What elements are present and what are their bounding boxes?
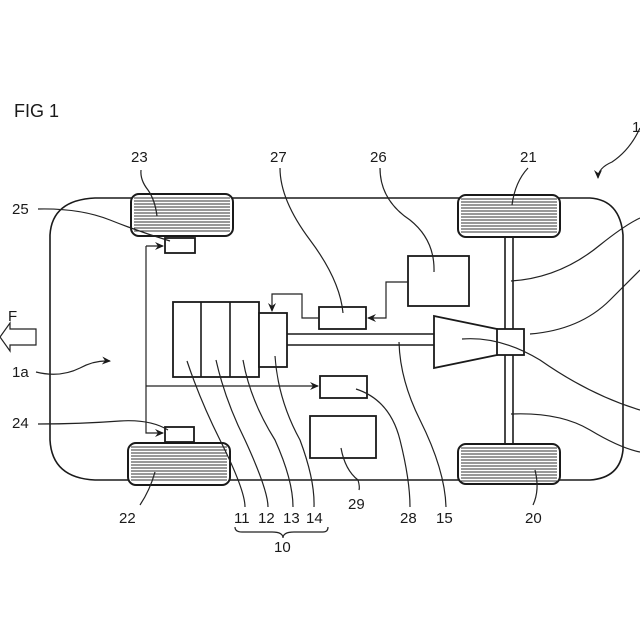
label-11: 11 xyxy=(234,510,250,527)
brace-10 xyxy=(234,526,329,539)
wheel-front-right xyxy=(127,442,231,486)
tire-treads xyxy=(131,197,557,482)
converter-box xyxy=(258,312,288,368)
leader-20 xyxy=(532,469,538,506)
wheel-rear-left xyxy=(457,194,561,238)
unit-28-box xyxy=(319,375,368,399)
signal-line-27-to-14 xyxy=(268,293,319,319)
leader-26 xyxy=(379,167,435,273)
force-label: F xyxy=(8,308,17,325)
leader-right-2 xyxy=(529,269,640,335)
leader-right-3 xyxy=(461,338,640,411)
leader-25 xyxy=(37,208,171,242)
label-14: 14 xyxy=(306,510,323,527)
leader-right-4 xyxy=(510,413,640,453)
signal-line-26-to-27 xyxy=(367,281,408,322)
leader-29 xyxy=(340,447,360,491)
wheel-front-left xyxy=(130,193,234,237)
label-22: 22 xyxy=(119,510,136,527)
motor-trapezoid xyxy=(433,314,498,370)
label-27: 27 xyxy=(270,149,287,166)
label-10: 10 xyxy=(274,539,291,556)
label-interior: 1a xyxy=(12,364,29,381)
leader-27 xyxy=(279,167,344,314)
leader-12 xyxy=(215,359,269,508)
signal-line-to-24 xyxy=(145,246,164,437)
label-28: 28 xyxy=(400,510,417,527)
leader-21 xyxy=(511,167,529,206)
label-24: 24 xyxy=(12,415,29,432)
label-20: 20 xyxy=(525,510,542,527)
sensor-24-box xyxy=(164,426,195,443)
label-26: 26 xyxy=(370,149,387,166)
battery-block xyxy=(172,301,260,378)
leader-11 xyxy=(186,360,246,508)
leader-13 xyxy=(242,359,294,508)
leader-15 xyxy=(398,341,447,508)
label-21: 21 xyxy=(520,149,537,166)
unit-29-box xyxy=(309,415,377,459)
leader-right-1 xyxy=(510,217,640,282)
sensor-25-box xyxy=(164,237,196,254)
leader-23 xyxy=(140,169,158,217)
leader-24 xyxy=(37,420,169,431)
label-13: 13 xyxy=(283,510,300,527)
vehicle-ref-leader xyxy=(594,127,640,179)
force-arrow-icon xyxy=(0,321,37,353)
label-12: 12 xyxy=(258,510,275,527)
interior-leader xyxy=(35,356,111,375)
unit-26-box xyxy=(407,255,470,307)
figure-title: FIG 1 xyxy=(14,101,59,121)
vehicle-body-outline xyxy=(49,197,624,481)
leader-14 xyxy=(274,355,315,508)
label-15: 15 xyxy=(436,510,453,527)
leader-28 xyxy=(355,388,411,508)
differential-box xyxy=(495,328,525,356)
label-29: 29 xyxy=(348,496,365,513)
label-23: 23 xyxy=(131,149,148,166)
label-25: 25 xyxy=(12,201,29,218)
label-vehicle-ref: 1 xyxy=(632,119,640,136)
leader-22 xyxy=(139,471,156,506)
